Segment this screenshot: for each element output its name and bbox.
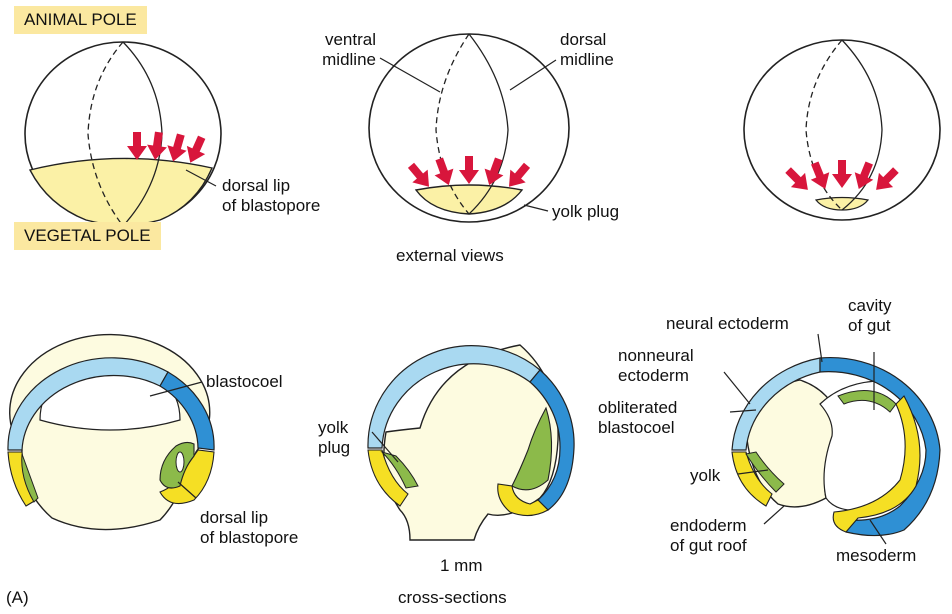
neural-ectoderm-label: neural ectoderm bbox=[666, 314, 789, 334]
animal-pole-tag: ANIMAL POLE bbox=[14, 6, 147, 34]
external-views-caption: external views bbox=[396, 246, 504, 266]
cross-section-3 bbox=[724, 334, 940, 544]
vegetal-yolk-region-1 bbox=[30, 158, 212, 225]
yolk-plug-external-label: yolk plug bbox=[552, 202, 619, 222]
vegetal-pole-label: VEGETAL POLE bbox=[24, 226, 151, 245]
yolk-plug-section-label: yolk plug bbox=[318, 418, 350, 458]
mesoderm-label: mesoderm bbox=[836, 546, 916, 566]
ventral-midline-label: ventral midline bbox=[296, 30, 376, 70]
obliterated-blastocoel-label: obliterated blastocoel bbox=[598, 398, 677, 438]
endoderm-gut-roof-label: endoderm of gut roof bbox=[670, 516, 747, 556]
external-embryo-2 bbox=[369, 34, 569, 222]
scale-label: 1 mm bbox=[440, 556, 483, 576]
animal-pole-label: ANIMAL POLE bbox=[24, 10, 137, 29]
vegetal-pole-tag: VEGETAL POLE bbox=[14, 222, 161, 250]
yolk-label: yolk bbox=[690, 466, 720, 486]
cross-sections-caption: cross-sections bbox=[398, 588, 507, 608]
nonneural-ectoderm-label: nonneural ectoderm bbox=[618, 346, 694, 386]
cross-section-1 bbox=[8, 335, 214, 530]
external-embryo-1 bbox=[25, 42, 221, 226]
dorsal-lip-external-label: dorsal lip of blastopore bbox=[222, 176, 320, 216]
dorsal-midline-label: dorsal midline bbox=[560, 30, 614, 70]
dorsal-lip-section-label: dorsal lip of blastopore bbox=[200, 508, 298, 548]
cavity-of-gut-label: cavity of gut bbox=[848, 296, 891, 336]
blastocoel-label: blastocoel bbox=[206, 372, 283, 392]
external-embryo-3 bbox=[744, 40, 940, 220]
cross-section-2 bbox=[368, 345, 574, 540]
panel-label: (A) bbox=[6, 588, 29, 608]
